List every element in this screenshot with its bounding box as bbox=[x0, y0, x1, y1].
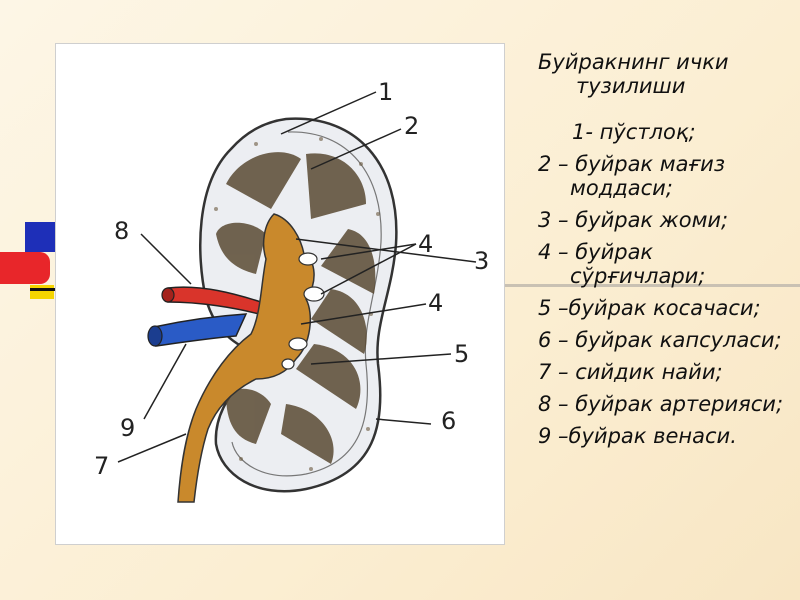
legend-items: 1- пўстлоқ; 2 – буйрак мағиз моддаси; 3 … bbox=[538, 120, 793, 448]
renal-vein-opening bbox=[147, 325, 163, 347]
label-5: 5 bbox=[454, 340, 469, 368]
label-1: 1 bbox=[378, 78, 393, 106]
renal-vein bbox=[153, 313, 248, 347]
legend-item-9: 9 –буйрак венаси. bbox=[538, 424, 737, 448]
medulla-pyramids bbox=[216, 152, 376, 464]
legend: Буйракнинг ички тузилиши 1- пўстлоқ; 2 –… bbox=[538, 50, 793, 456]
decor-red-shape bbox=[0, 252, 50, 284]
legend-title-line1: Буйракнинг ички bbox=[538, 50, 729, 74]
decor-black-line bbox=[30, 288, 56, 291]
label-4-lower: 4 bbox=[428, 289, 443, 317]
cortex-speckles bbox=[214, 137, 380, 471]
kidney-diagram: 1 2 3 4 4 5 6 7 8 9 bbox=[94, 78, 489, 503]
kidney-diagram-panel: 1 2 3 4 4 5 6 7 8 9 bbox=[55, 43, 505, 545]
legend-item-8: 8 – буйрак артерияси; bbox=[538, 392, 784, 416]
label-9: 9 bbox=[120, 414, 135, 442]
renal-artery-opening bbox=[161, 287, 175, 303]
label-6: 6 bbox=[441, 407, 456, 435]
legend-item-3: 3 – буйрак жоми; bbox=[538, 208, 729, 232]
legend-item-6: 6 – буйрак капсуласи; bbox=[538, 328, 782, 352]
legend-item-2: 2 – буйрак мағиз моддаси; bbox=[538, 152, 726, 200]
decor-blue-square bbox=[25, 222, 55, 252]
legend-item-7: 7 – сийдик найи; bbox=[538, 360, 723, 384]
legend-item-5: 5 –буйрак косачаси; bbox=[538, 296, 761, 320]
legend-item-1: 1- пўстлоқ; bbox=[572, 120, 696, 144]
label-pointers bbox=[117, 91, 477, 463]
kidney-cortex-line bbox=[231, 131, 382, 477]
label-3: 3 bbox=[474, 247, 489, 275]
label-7: 7 bbox=[94, 452, 109, 480]
legend-title: Буйракнинг ички тузилиши bbox=[538, 50, 793, 98]
legend-title-line2: тузилиши bbox=[576, 74, 686, 98]
legend-item-4: 4 – буйрак сўрғичлари; bbox=[538, 240, 706, 288]
decor-divider-line bbox=[505, 284, 800, 287]
renal-papillae bbox=[281, 252, 325, 370]
label-2: 2 bbox=[404, 112, 419, 140]
label-8: 8 bbox=[114, 217, 129, 245]
label-4-upper: 4 bbox=[418, 230, 433, 258]
